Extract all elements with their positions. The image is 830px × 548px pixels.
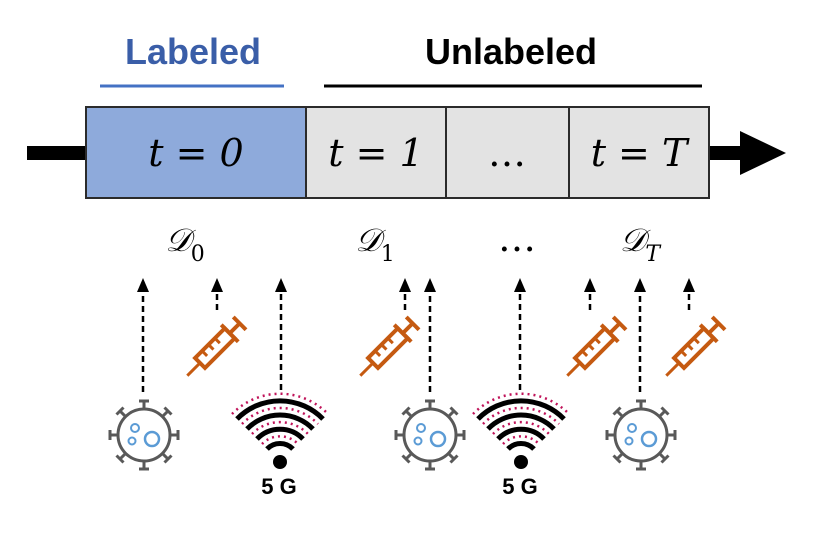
virus-icon [605,399,677,471]
dataset-label-ellipsis: … [498,216,536,260]
5g-signal-icon [232,394,328,469]
timeline-axis-right [709,146,744,160]
timeline-cell-t0 [85,106,307,199]
dataset-label-d1: 𝒟1 [355,221,395,267]
data-arrows [141,290,691,392]
timeline-arrowhead [740,131,786,175]
dataset-label-dT: 𝒟T [620,221,663,267]
cell-label-tT: t = T [591,131,690,175]
5g-signal-icon [473,394,569,469]
syringe-icon [556,312,631,387]
cell-label-t0: t = 0 [148,131,243,175]
timeline-cell-t1 [305,106,447,199]
syringe-icon [176,312,251,387]
cell-label-ellipsis: … [488,131,526,175]
timeline-axis-left [27,146,87,160]
arrowheads [137,278,695,292]
timeline-cell-tT [568,106,710,199]
5g-label: 5 G [502,474,537,499]
timeline-cell-ellipsis [445,106,570,199]
syringe-icon [349,312,424,387]
unlabeled-header: Unlabeled [425,31,597,72]
5g-label: 5 G [261,474,296,499]
dataset-label-d0: 𝒟0 [165,221,205,267]
labeled-header: Labeled [125,31,261,72]
syringe-icon [655,312,730,387]
virus-icon [394,399,466,471]
cell-label-t1: t = 1 [328,131,423,175]
virus-icon [108,399,180,471]
